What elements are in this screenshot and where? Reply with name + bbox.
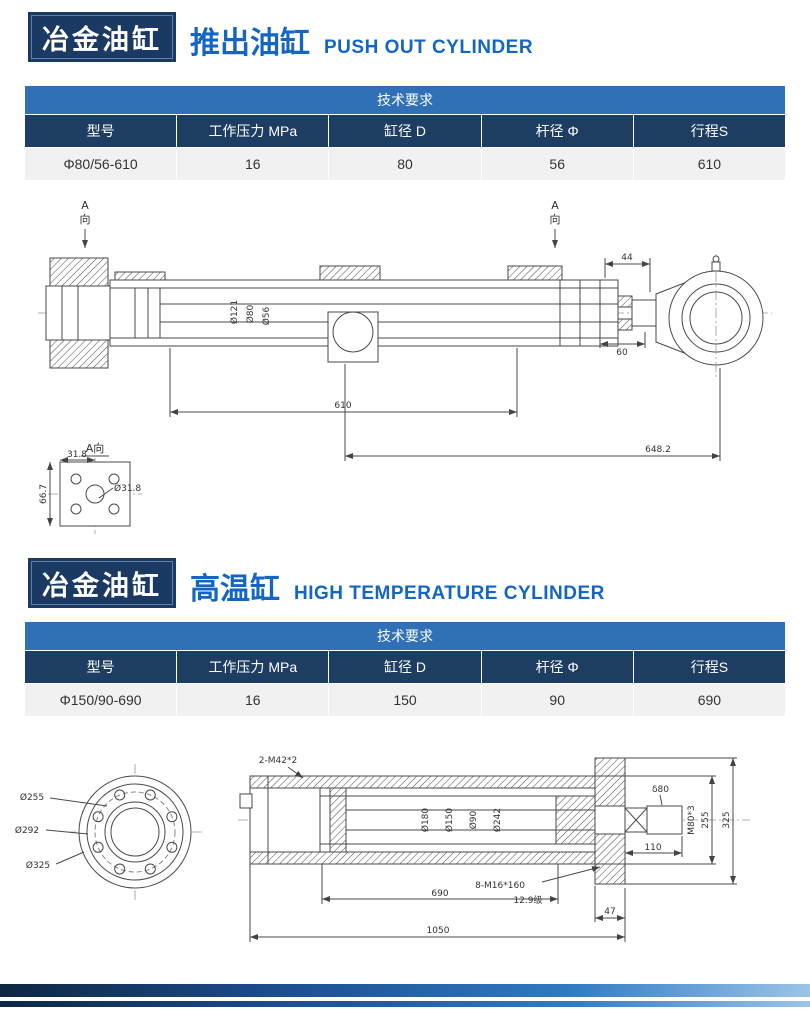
spec-column-header: 杆径 Φ bbox=[481, 115, 633, 147]
spec-column-row: 型号 工作压力 MPa 缸径 D 杆径 Φ 行程S bbox=[25, 651, 785, 683]
section2-badge: 冶金油缸 bbox=[28, 558, 176, 608]
dia-325: Ø325 bbox=[26, 860, 50, 871]
spec-value-row: Φ80/56-610 16 80 56 610 bbox=[25, 148, 785, 180]
dim-255: 255 bbox=[701, 811, 711, 828]
spec-value-cell: Φ150/90-690 bbox=[25, 684, 177, 716]
spec-value-cell: 150 bbox=[329, 684, 481, 716]
detail-view-title: A向 bbox=[86, 441, 105, 455]
grade-12-9: 12.9级 bbox=[513, 894, 542, 906]
delta-80: δ80 bbox=[652, 785, 669, 795]
spec-column-header: 缸径 D bbox=[329, 651, 481, 683]
view-a-marker-right: A 向 bbox=[550, 199, 561, 248]
section1-title-en: PUSH OUT CYLINDER bbox=[324, 37, 534, 58]
spec-value-cell: 16 bbox=[177, 684, 329, 716]
spec-column-header: 工作压力 MPa bbox=[177, 115, 329, 147]
dia-80: Ø80 bbox=[245, 304, 256, 323]
section2-title-en: HIGH TEMPERATURE CYLINDER bbox=[294, 583, 605, 604]
flange-front-view: Ø255 Ø292 Ø325 bbox=[15, 764, 204, 900]
dia-31-8: Ø31.8 bbox=[114, 483, 141, 494]
dim-47: 47 bbox=[604, 907, 615, 917]
dim-60: 60 bbox=[616, 348, 628, 358]
dia-242: Ø242 bbox=[492, 808, 503, 832]
spec-column-header: 工作压力 MPa bbox=[177, 651, 329, 683]
view-a-letter: A bbox=[551, 199, 559, 212]
section1-badge: 冶金油缸 bbox=[28, 12, 176, 62]
high-temp-cylinder-drawing: Ø255 Ø292 Ø325 bbox=[15, 756, 750, 942]
dim-66-7: 66.7 bbox=[39, 484, 49, 504]
view-a-char: 向 bbox=[550, 212, 561, 226]
section-view-dimensions: 2-M42*2 Ø180 Ø150 Ø90 Ø242 δ80 M80*3 255… bbox=[249, 756, 737, 942]
dim-610: 610 bbox=[334, 401, 351, 411]
section1-badge-text: 冶金油缸 bbox=[42, 24, 162, 55]
dim-325: 325 bbox=[722, 811, 732, 828]
spec-value-cell: 610 bbox=[633, 148, 785, 180]
view-a-char: 向 bbox=[80, 212, 91, 226]
dim-110: 110 bbox=[644, 843, 661, 853]
dia-255: Ø255 bbox=[20, 792, 44, 803]
section2-badge-text: 冶金油缸 bbox=[42, 570, 162, 601]
spec-column-header: 型号 bbox=[25, 115, 177, 147]
spec-table-title: 技术要求 bbox=[25, 86, 785, 114]
thread-8-m16: 8-M16*160 bbox=[475, 881, 525, 891]
dia-121: Ø121 bbox=[229, 300, 240, 324]
spec-value-cell: 16 bbox=[177, 148, 329, 180]
section2-spec-table: 技术要求 型号 工作压力 MPa 缸径 D 杆径 Φ 行程S Φ150/90-6… bbox=[25, 622, 785, 717]
detail-view-a: A向 31.8 66.7 Ø31.8 bbox=[39, 441, 142, 534]
view-a-marker-left: A 向 bbox=[80, 199, 91, 248]
footer-gradient-bar-top bbox=[0, 984, 810, 997]
side-view-dimensions: 44 60 610 648.2 Ø121 Ø80 Ø56 bbox=[169, 253, 721, 461]
spec-value-cell: 690 bbox=[633, 684, 785, 716]
cylinder-section-view bbox=[238, 757, 750, 885]
dim-44: 44 bbox=[621, 253, 633, 263]
section2-title-cn: 高温缸 bbox=[190, 573, 280, 606]
dia-56: Ø56 bbox=[261, 306, 272, 325]
footer-gradient-bar-bottom bbox=[0, 1001, 810, 1007]
section2-title: 高温缸 HIGH TEMPERATURE CYLINDER bbox=[190, 564, 605, 608]
section1-spec-table: 技术要求 型号 工作压力 MPa 缸径 D 杆径 Φ 行程S Φ80/56-61… bbox=[25, 86, 785, 181]
dim-690: 690 bbox=[431, 889, 448, 899]
spec-column-header: 杆径 Φ bbox=[481, 651, 633, 683]
spec-value-cell: 90 bbox=[481, 684, 633, 716]
spec-column-header: 行程S bbox=[633, 115, 785, 147]
dia-292: Ø292 bbox=[15, 825, 39, 836]
dim-648-2: 648.2 bbox=[645, 445, 671, 455]
dia-90: Ø90 bbox=[468, 810, 479, 829]
dia-180: Ø180 bbox=[420, 808, 431, 833]
spec-value-cell: 56 bbox=[481, 148, 633, 180]
dia-150: Ø150 bbox=[444, 808, 455, 833]
spec-value-cell: 80 bbox=[329, 148, 481, 180]
spec-value-row: Φ150/90-690 16 150 90 690 bbox=[25, 684, 785, 716]
dim-31-8: 31.8 bbox=[67, 450, 87, 460]
spec-column-row: 型号 工作压力 MPa 缸径 D 杆径 Φ 行程S bbox=[25, 115, 785, 147]
section1-title: 推出油缸 PUSH OUT CYLINDER bbox=[190, 18, 533, 62]
spec-value-cell: Φ80/56-610 bbox=[25, 148, 177, 180]
cylinder-side-view bbox=[38, 254, 772, 380]
thread-m80: M80*3 bbox=[687, 805, 697, 834]
spec-column-header: 型号 bbox=[25, 651, 177, 683]
spec-table-title: 技术要求 bbox=[25, 622, 785, 650]
push-out-cylinder-drawing: A 向 A 向 bbox=[38, 199, 772, 534]
spec-column-header: 行程S bbox=[633, 651, 785, 683]
section1-title-cn: 推出油缸 bbox=[190, 27, 310, 60]
thread-2-m42: 2-M42*2 bbox=[259, 756, 297, 766]
spec-column-header: 缸径 D bbox=[329, 115, 481, 147]
dim-1050: 1050 bbox=[427, 926, 450, 936]
view-a-letter: A bbox=[81, 199, 89, 212]
